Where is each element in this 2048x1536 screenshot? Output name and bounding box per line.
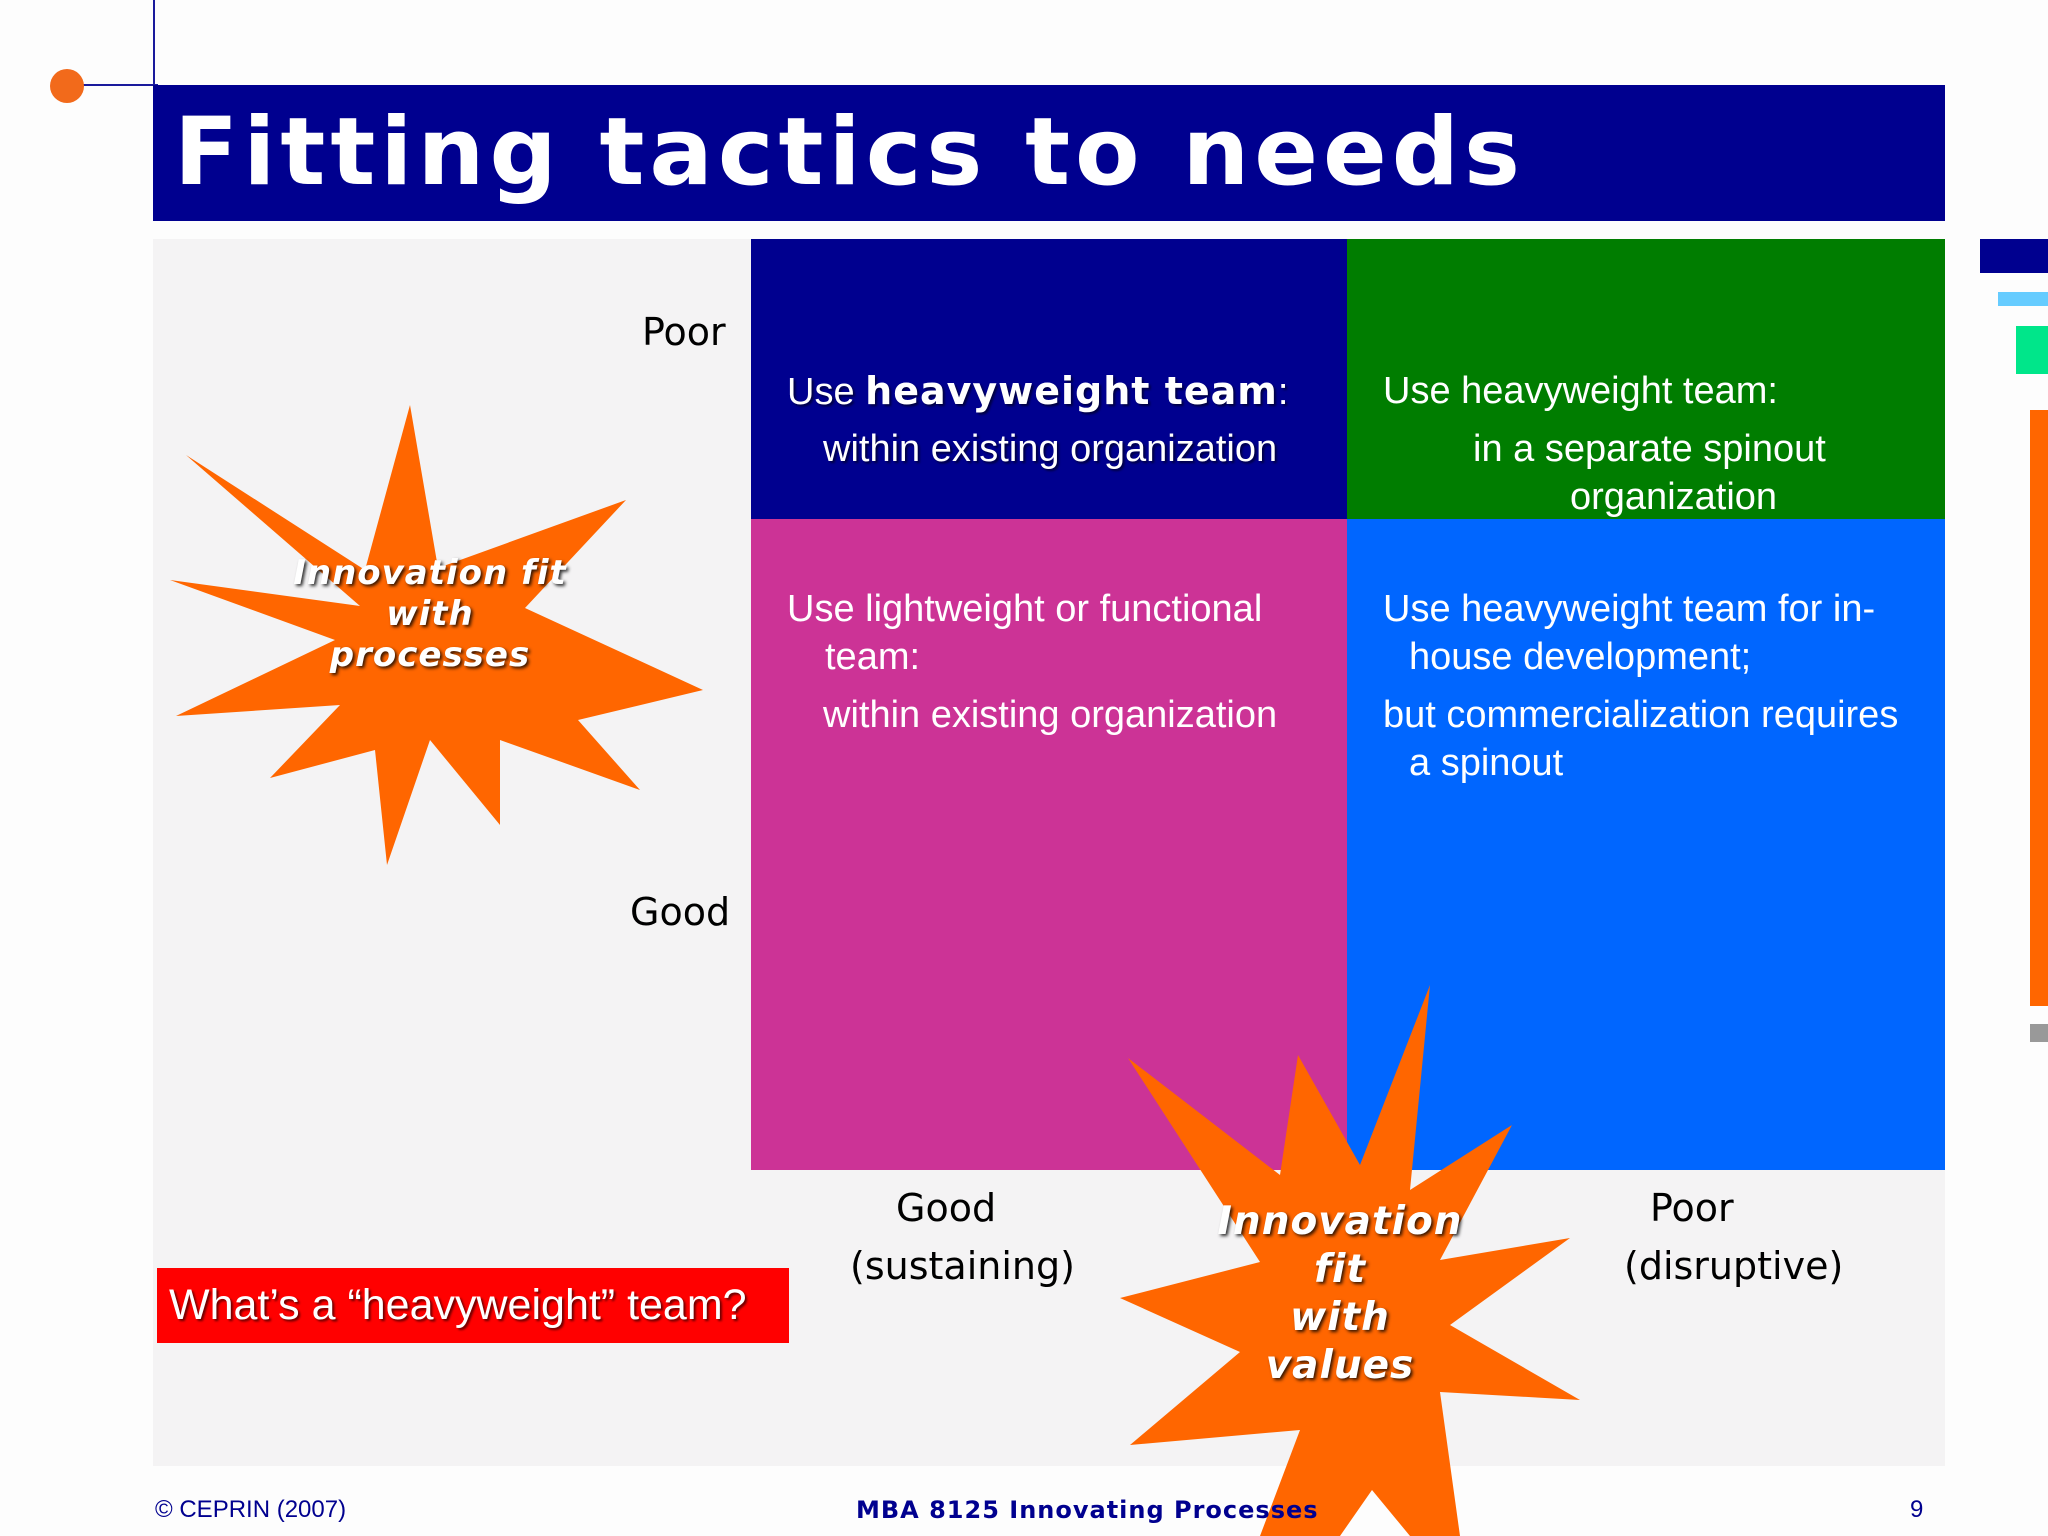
quadrant-top-left: Use heavyweight team: within existing or… xyxy=(751,239,1347,519)
quadrant-top-left-bold: heavyweight team xyxy=(865,369,1278,413)
side-strip-navy xyxy=(1980,239,2048,273)
quadrant-bottom-right-line2: house development; xyxy=(1409,636,1752,678)
slide-title: Fitting tactics to needs xyxy=(174,98,1525,207)
burst-processes-line1: Innovation fit xyxy=(293,553,567,593)
x-axis-right-label: Poor xyxy=(1650,1186,1734,1230)
quadrant-bottom-left: Use lightweight or functional team: with… xyxy=(751,519,1347,1170)
corner-vertical-line xyxy=(153,0,155,88)
quadrant-top-right-line2: in a separate spinout xyxy=(1473,428,1826,470)
quadrant-top-left-line2: within existing organization xyxy=(823,428,1278,470)
quadrant-bottom-right: Use heavyweight team for in- house devel… xyxy=(1347,519,1945,1170)
burst-values-icon xyxy=(1120,985,1580,1536)
footer-page-number: 9 xyxy=(1910,1496,1924,1523)
quadrant-bottom-left-line1: Use lightweight or functional xyxy=(787,588,1263,630)
quadrant-bottom-left-line3: within existing organization xyxy=(823,694,1278,736)
burst-values-label: Innovation fit with values xyxy=(1200,1198,1480,1390)
burst-values-line4: values xyxy=(1265,1343,1415,1388)
quadrant-bottom-right-line4: a spinout xyxy=(1409,742,1564,784)
quadrant-bottom-right-line3: but commercialization requires xyxy=(1383,694,1899,736)
quadrant-top-left-line1-post: : xyxy=(1277,371,1289,413)
side-strip-lightblue xyxy=(1998,292,2048,306)
question-box: What’s a “heavyweight” team? xyxy=(157,1268,789,1343)
quadrant-bottom-right-line1: Use heavyweight team for in- xyxy=(1383,588,1876,630)
footer-course: MBA 8125 Innovating Processes xyxy=(856,1496,1319,1524)
side-strip-gray xyxy=(2030,1024,2048,1042)
burst-values-line3: with xyxy=(1290,1295,1390,1340)
burst-processes-line2: with xyxy=(386,594,474,634)
x-axis-left-label: Good xyxy=(896,1186,997,1230)
quadrant-top-right-line1: Use heavyweight team: xyxy=(1383,370,1778,412)
y-axis-top-label: Poor xyxy=(642,310,726,354)
corner-horizontal-line xyxy=(68,84,158,86)
burst-values-line2: fit xyxy=(1314,1247,1366,1292)
x-axis-left-sublabel: (sustaining) xyxy=(850,1244,1075,1288)
quadrant-top-left-line1: Use heavyweight team: xyxy=(787,367,1288,416)
quadrant-top-right: Use heavyweight team: in a separate spin… xyxy=(1347,239,1945,519)
y-axis-bottom-label: Good xyxy=(630,890,731,934)
title-bar xyxy=(153,85,1945,221)
burst-processes-icon xyxy=(170,405,703,865)
footer-copyright: © CEPRIN (2007) xyxy=(155,1496,347,1523)
side-strip-green xyxy=(2016,326,2048,374)
quadrant-bottom-left-line2: team: xyxy=(825,636,921,678)
quadrant-top-left-line1-pre: Use xyxy=(787,371,866,413)
x-axis-right-sublabel: (disruptive) xyxy=(1624,1244,1844,1288)
side-strip-orange xyxy=(2030,410,2048,1006)
burst-processes-label: Innovation fit with processes xyxy=(290,553,570,676)
burst-values-line1: Innovation xyxy=(1217,1199,1463,1244)
quadrant-top-right-line3: organization xyxy=(1570,476,1778,518)
corner-dot-icon xyxy=(50,69,84,103)
burst-processes-line3: processes xyxy=(329,635,531,675)
